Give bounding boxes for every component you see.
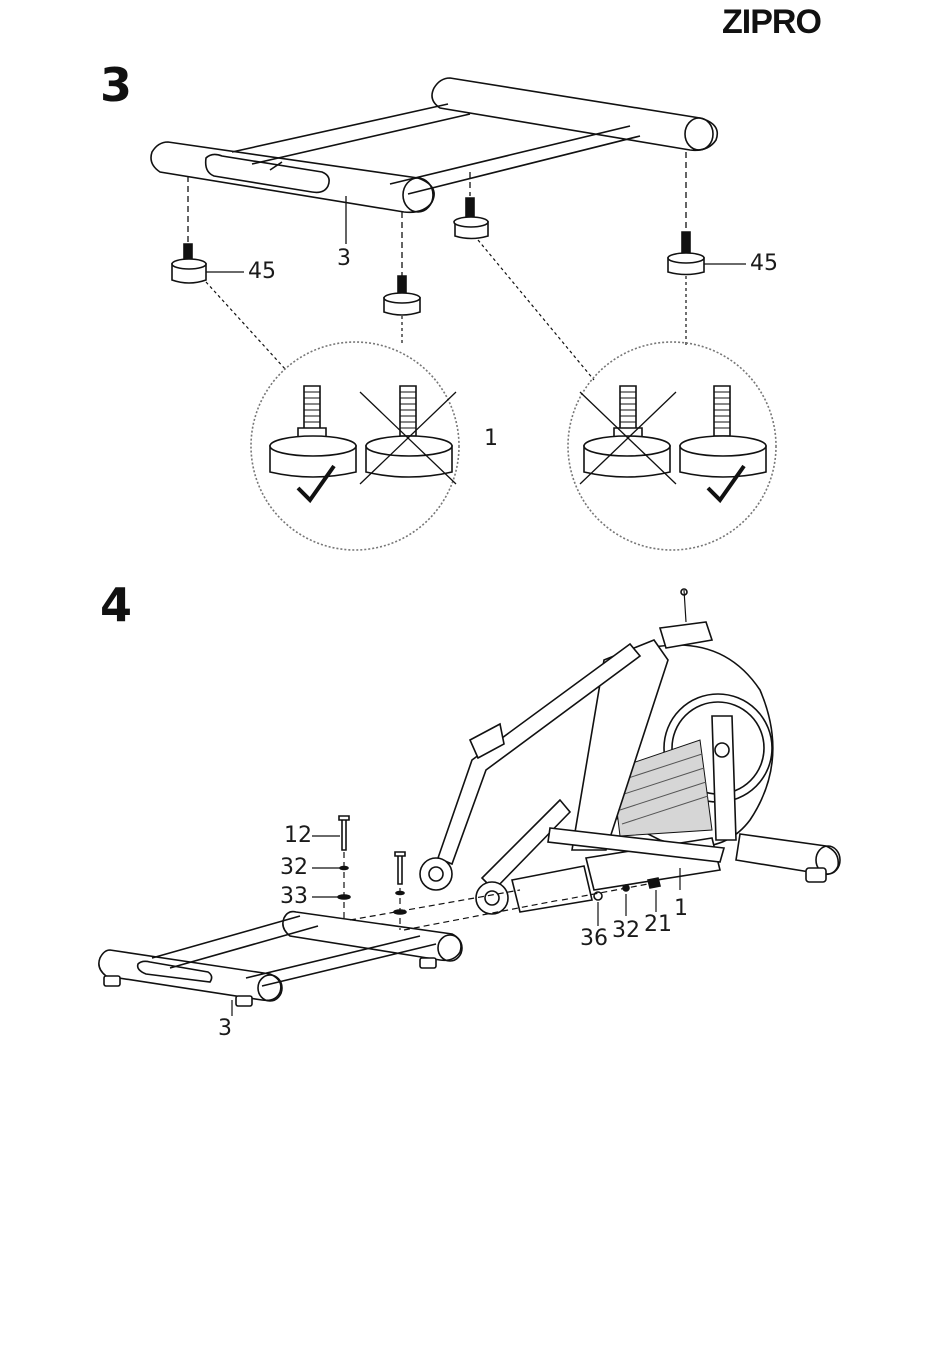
label-cap: 36 <box>580 926 608 951</box>
elliptical-machine <box>420 589 840 914</box>
label-machine: 1 <box>674 896 688 921</box>
correct-foot <box>270 386 356 500</box>
rear-stabilizer-frame <box>151 78 717 212</box>
leveling-foot <box>454 198 488 239</box>
leveling-foot <box>384 276 420 315</box>
leveling-foot <box>172 244 206 283</box>
label-foot-left: 45 <box>248 259 276 284</box>
label-frame-step4: 3 <box>218 1016 232 1041</box>
label-frame: 3 <box>337 246 351 271</box>
rear-stabilizer-frame-step4 <box>99 912 462 1006</box>
label-detail: 1 <box>484 426 498 451</box>
leveling-foot <box>668 232 704 275</box>
detail-circle-right <box>568 342 776 550</box>
label-washer-right: 32 <box>612 918 640 943</box>
label-spacer: 33 <box>280 884 308 909</box>
step-4-number: 4 <box>100 578 132 632</box>
label-bolt: 12 <box>284 823 312 848</box>
correct-foot <box>680 386 766 500</box>
wrong-foot <box>360 386 456 484</box>
label-foot-right: 45 <box>750 251 778 276</box>
detail-circle-left <box>251 342 459 550</box>
label-nut: 21 <box>644 912 672 937</box>
wrong-foot <box>580 386 676 484</box>
label-washer-left: 32 <box>280 855 308 880</box>
